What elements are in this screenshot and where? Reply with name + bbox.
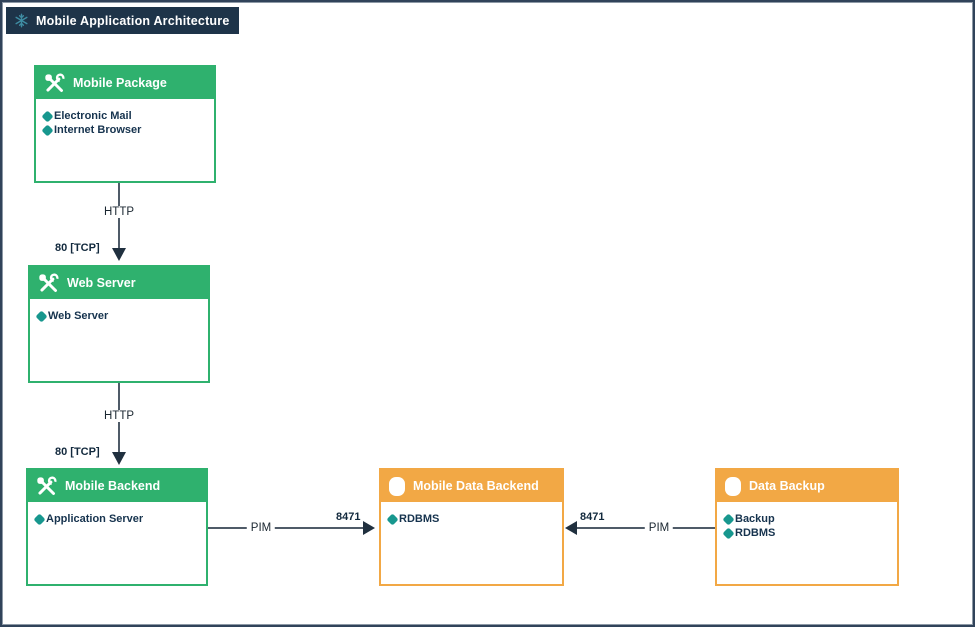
node-header: Web Server: [30, 267, 208, 299]
node-title: Mobile Backend: [65, 479, 161, 493]
node-header: Data Backup: [717, 470, 897, 502]
arrow-down-icon: [112, 248, 126, 261]
component-icon: [723, 527, 734, 539]
page-title: Mobile Application Architecture: [36, 13, 230, 28]
node-title: Mobile Package: [73, 76, 167, 90]
component-label: Application Server: [46, 513, 144, 525]
node-body: Application Server: [28, 502, 206, 526]
arrow-left-icon: [565, 521, 577, 535]
component-item[interactable]: RDBMS: [722, 526, 892, 540]
protocol-label: PIM: [246, 522, 276, 534]
node-body: Backup RDBMS: [717, 502, 897, 540]
component-item[interactable]: Backup: [722, 512, 892, 526]
tools-icon: [45, 72, 65, 92]
component-label: RDBMS: [399, 513, 440, 525]
port-label: 8471: [335, 511, 362, 523]
component-icon: [42, 110, 53, 122]
component-label: Internet Browser: [54, 124, 142, 136]
node-body: Web Server: [30, 299, 208, 323]
database-icon: [389, 476, 405, 496]
component-item[interactable]: RDBMS: [386, 512, 557, 526]
arrow-down-icon: [112, 452, 126, 465]
node-title: Mobile Data Backend: [413, 479, 539, 493]
protocol-label: PIM: [644, 522, 674, 534]
connection-line: [208, 527, 364, 529]
component-label: Web Server: [48, 310, 109, 322]
snowflake-icon: [15, 13, 28, 28]
node-title: Data Backup: [749, 479, 825, 493]
port-label: 80 [TCP]: [54, 446, 101, 458]
node-header: Mobile Backend: [28, 470, 206, 502]
tools-icon: [39, 272, 59, 292]
protocol-label: HTTP: [99, 410, 139, 422]
component-label: Backup: [735, 513, 775, 525]
diagram-title-tab: Mobile Application Architecture: [6, 7, 239, 34]
tools-icon: [37, 475, 57, 495]
node-data-backup[interactable]: Data Backup Backup RDBMS: [715, 468, 899, 586]
component-item[interactable]: Web Server: [35, 309, 203, 323]
component-icon: [36, 310, 47, 322]
node-mobile-backend[interactable]: Mobile Backend Application Server: [26, 468, 208, 586]
protocol-label: HTTP: [99, 206, 139, 218]
component-icon: [723, 513, 734, 525]
component-item[interactable]: Internet Browser: [41, 123, 209, 137]
node-mobile-data-backend[interactable]: Mobile Data Backend RDBMS: [379, 468, 564, 586]
node-web-server[interactable]: Web Server Web Server: [28, 265, 210, 383]
node-mobile-package[interactable]: Mobile Package Electronic Mail Internet …: [34, 65, 216, 183]
node-header: Mobile Package: [36, 67, 214, 99]
component-icon: [34, 513, 45, 525]
component-item[interactable]: Application Server: [33, 512, 201, 526]
node-header: Mobile Data Backend: [381, 470, 562, 502]
component-label: Electronic Mail: [54, 110, 132, 122]
database-icon: [725, 476, 741, 496]
node-title: Web Server: [67, 276, 136, 290]
component-icon: [387, 513, 398, 525]
port-label: 8471: [579, 511, 606, 523]
component-label: RDBMS: [735, 527, 776, 539]
port-label: 80 [TCP]: [54, 242, 101, 254]
component-icon: [42, 124, 53, 136]
component-item[interactable]: Electronic Mail: [41, 109, 209, 123]
node-body: Electronic Mail Internet Browser: [36, 99, 214, 137]
arrow-right-icon: [363, 521, 375, 535]
node-body: RDBMS: [381, 502, 562, 526]
